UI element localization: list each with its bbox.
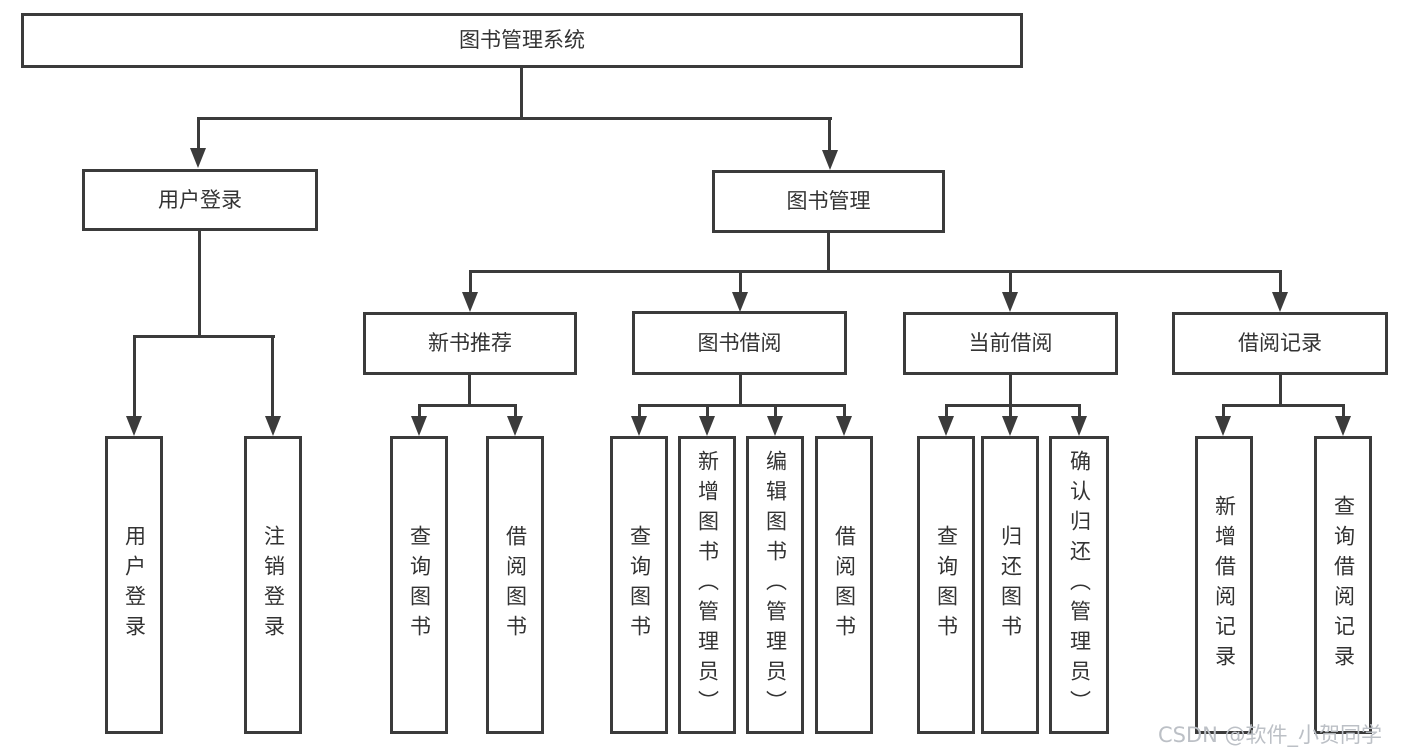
arrowhead-book-management bbox=[822, 150, 838, 170]
leaf-recommend-query-books: 查询图书 bbox=[390, 436, 448, 734]
connector-borrowing-borrow-drop bbox=[843, 404, 846, 418]
connector-records-add-drop bbox=[1222, 404, 1225, 418]
arrowhead-current-query bbox=[938, 416, 954, 436]
leaf-borrowing-query-books: 查询图书 bbox=[610, 436, 668, 734]
leaf-records-add-record-label: 新增借阅记录 bbox=[1212, 495, 1237, 675]
node-book-management: 图书管理 bbox=[712, 170, 945, 233]
connector-root-branch bbox=[197, 117, 832, 120]
leaf-records-add-record: 新增借阅记录 bbox=[1195, 436, 1253, 734]
connector-borrowing-query-drop bbox=[638, 404, 641, 418]
connector-borrowing-add-drop bbox=[706, 404, 709, 418]
arrowhead-leaf-logout bbox=[265, 416, 281, 436]
leaf-current-return-books: 归还图书 bbox=[981, 436, 1039, 734]
connector-book-borrowing-drop bbox=[739, 270, 742, 294]
connector-user-login-stem bbox=[198, 231, 201, 338]
leaf-recommend-borrow-books: 借阅图书 bbox=[486, 436, 544, 734]
leaf-records-query-record-label: 查询借阅记录 bbox=[1331, 495, 1356, 675]
connector-borrowing-records-drop bbox=[1279, 270, 1282, 294]
leaf-borrowing-add-books-label: 新增图书（管理员） bbox=[695, 450, 720, 720]
leaf-current-return-books-label: 归还图书 bbox=[998, 525, 1023, 645]
arrowhead-leaf-user-login bbox=[126, 416, 142, 436]
connector-book-borrowing-stem bbox=[739, 375, 742, 406]
leaf-user-login-label: 用户登录 bbox=[122, 525, 147, 645]
connector-records-query-drop bbox=[1342, 404, 1345, 418]
arrowhead-recommend-borrow bbox=[507, 416, 523, 436]
connector-user-login-drop bbox=[197, 117, 200, 150]
arrowhead-current-borrowing bbox=[1002, 292, 1018, 312]
node-borrowing-records-label: 借阅记录 bbox=[1238, 331, 1322, 355]
leaf-borrowing-edit-books-label: 编辑图书（管理员） bbox=[763, 450, 788, 720]
node-user-login: 用户登录 bbox=[82, 169, 318, 231]
connector-borrowing-records-branch bbox=[1222, 404, 1344, 407]
connector-book-management-branch bbox=[469, 270, 1282, 273]
csdn-watermark: CSDN @软件_小贺同学 bbox=[1158, 723, 1383, 747]
leaf-borrowing-borrow-books: 借阅图书 bbox=[815, 436, 873, 734]
node-borrowing-records: 借阅记录 bbox=[1172, 312, 1388, 375]
node-new-book-recommend: 新书推荐 bbox=[363, 312, 577, 375]
leaf-current-query-books-label: 查询图书 bbox=[934, 525, 959, 645]
connector-current-query-drop bbox=[945, 404, 948, 418]
arrowhead-records-query bbox=[1335, 416, 1351, 436]
arrowhead-borrowing-query bbox=[631, 416, 647, 436]
connector-current-borrowing-branch bbox=[945, 404, 1081, 407]
connector-new-book-recommend-branch bbox=[418, 404, 517, 407]
connector-user-login-branch bbox=[133, 335, 275, 338]
leaf-records-query-record: 查询借阅记录 bbox=[1314, 436, 1372, 734]
connector-leaf-user-login-drop bbox=[133, 335, 136, 417]
node-current-borrowing: 当前借阅 bbox=[903, 312, 1118, 375]
connector-borrowing-edit-drop bbox=[774, 404, 777, 418]
arrowhead-recommend-query bbox=[411, 416, 427, 436]
leaf-current-confirm-return-label: 确认归还（管理员） bbox=[1067, 450, 1092, 720]
connector-book-borrowing-branch bbox=[638, 404, 846, 407]
arrowhead-book-borrowing bbox=[732, 292, 748, 312]
connector-book-management-stem bbox=[827, 233, 830, 272]
leaf-user-login: 用户登录 bbox=[105, 436, 163, 734]
leaf-recommend-query-books-label: 查询图书 bbox=[407, 525, 432, 645]
arrowhead-current-confirm bbox=[1071, 416, 1087, 436]
arrowhead-records-add bbox=[1215, 416, 1231, 436]
node-book-management-label: 图书管理 bbox=[786, 189, 871, 213]
arrowhead-borrowing-borrow bbox=[836, 416, 852, 436]
node-new-book-recommend-label: 新书推荐 bbox=[428, 331, 512, 355]
connector-book-management-drop bbox=[828, 117, 831, 151]
leaf-recommend-borrow-books-label: 借阅图书 bbox=[503, 525, 528, 645]
connector-borrowing-records-stem bbox=[1279, 375, 1282, 406]
arrowhead-current-return bbox=[1002, 416, 1018, 436]
node-root: 图书管理系统 bbox=[21, 13, 1023, 68]
leaf-current-query-books: 查询图书 bbox=[917, 436, 975, 734]
connector-current-confirm-drop bbox=[1078, 404, 1081, 418]
leaf-borrowing-borrow-books-label: 借阅图书 bbox=[832, 525, 857, 645]
arrowhead-new-book-recommend bbox=[462, 292, 478, 312]
leaf-borrowing-query-books-label: 查询图书 bbox=[627, 525, 652, 645]
node-book-borrowing: 图书借阅 bbox=[632, 311, 847, 375]
connector-new-book-recommend-drop bbox=[469, 270, 472, 294]
arrowhead-user-login bbox=[190, 148, 206, 168]
connector-recommend-borrow-drop bbox=[514, 404, 517, 418]
connector-root-stem bbox=[520, 68, 523, 119]
connector-current-borrowing-drop bbox=[1009, 270, 1012, 294]
arrowhead-borrowing-edit bbox=[767, 416, 783, 436]
node-user-login-label: 用户登录 bbox=[158, 187, 242, 212]
connector-current-borrowing-stem bbox=[1009, 375, 1012, 406]
arrowhead-borrowing-records bbox=[1272, 292, 1288, 312]
node-book-borrowing-label: 图书借阅 bbox=[697, 330, 782, 355]
leaf-borrowing-edit-books: 编辑图书（管理员） bbox=[746, 436, 804, 734]
node-current-borrowing-label: 当前借阅 bbox=[968, 331, 1053, 355]
leaf-logout-label: 注销登录 bbox=[261, 525, 286, 645]
node-root-label: 图书管理系统 bbox=[459, 28, 585, 52]
leaf-borrowing-add-books: 新增图书（管理员） bbox=[678, 436, 736, 734]
connector-current-return-drop bbox=[1009, 404, 1012, 418]
connector-recommend-query-drop bbox=[418, 404, 421, 418]
connector-new-book-recommend-stem bbox=[468, 375, 471, 406]
connector-leaf-logout-drop bbox=[271, 335, 274, 417]
leaf-current-confirm-return: 确认归还（管理员） bbox=[1049, 436, 1109, 734]
leaf-logout: 注销登录 bbox=[244, 436, 302, 734]
arrowhead-borrowing-add bbox=[699, 416, 715, 436]
